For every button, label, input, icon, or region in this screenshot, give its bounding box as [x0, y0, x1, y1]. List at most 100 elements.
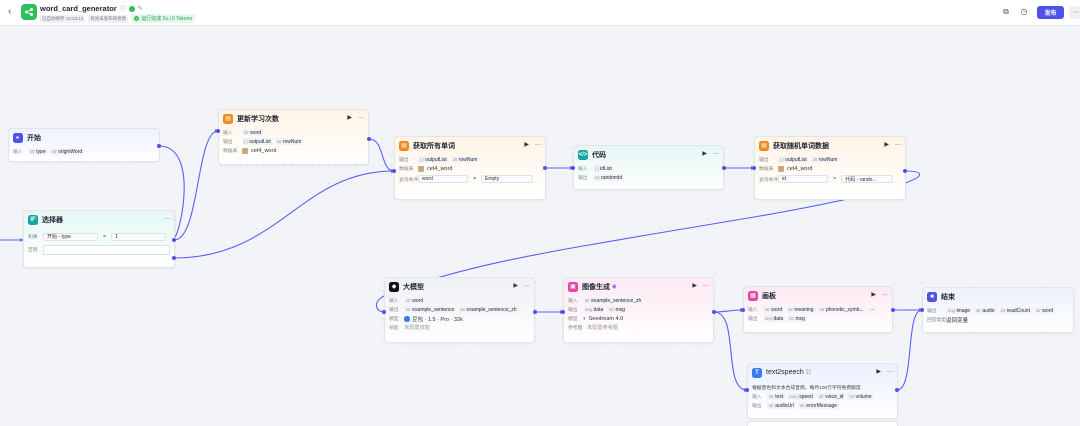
run-icon[interactable]: ▶: [871, 292, 876, 298]
output-port[interactable]: [712, 310, 716, 314]
wire-entry-arrow: [20, 238, 23, 242]
wire-update-getall: [368, 138, 395, 172]
output-port[interactable]: [903, 169, 907, 173]
output-port[interactable]: [157, 144, 161, 148]
input-port[interactable]: [561, 310, 565, 314]
condition-value[interactable]: 1: [111, 232, 167, 241]
type-icon: str: [789, 316, 794, 321]
chevron-left-icon[interactable]: ‹: [8, 6, 12, 17]
var-name: idList: [600, 165, 612, 172]
run-status-badge[interactable]: ✓运行完成 2s | 0 Tokens: [131, 14, 195, 23]
db-label: 数据表: [759, 167, 774, 172]
output-port[interactable]: [722, 166, 726, 170]
type-icon: img: [585, 307, 592, 312]
type-icon: str: [1035, 308, 1041, 313]
more-icon[interactable]: ···: [164, 216, 170, 222]
query-field[interactable]: id: [778, 175, 828, 183]
more-icon[interactable]: ···: [882, 292, 888, 298]
node-header: ▤ 获取随机单词数据 ▶···: [755, 137, 905, 154]
run-icon[interactable]: ▶: [347, 115, 352, 121]
node-text2speech[interactable]: T text2speech ☷ ▶··· 根据音色和文本合成音频，每月100万字…: [747, 363, 898, 419]
model-name: 豆包 · 1.5 · Pro · 32k: [412, 316, 463, 323]
type-icon: int: [1000, 308, 1006, 313]
input-port[interactable]: [382, 310, 386, 314]
input-port[interactable]: [392, 169, 396, 173]
copy-icon[interactable]: ⧉: [1003, 7, 1009, 16]
input-port[interactable]: [752, 166, 756, 170]
query-field[interactable]: word: [418, 175, 468, 183]
output-label: 输出: [752, 404, 762, 409]
run-icon[interactable]: ▶: [524, 142, 529, 148]
table-icon: [242, 147, 248, 154]
run-icon[interactable]: ▶: [876, 369, 881, 375]
output-port[interactable]: [367, 137, 371, 141]
more-icon[interactable]: ···: [713, 151, 719, 157]
output-port[interactable]: [891, 308, 895, 312]
publish-button[interactable]: 发布: [1037, 6, 1064, 19]
type-icon: str: [460, 307, 466, 312]
type-icon: img: [948, 308, 955, 313]
model-label: 模型: [568, 317, 578, 322]
query-label: 查询条件: [759, 177, 779, 183]
input-port[interactable]: [920, 308, 924, 312]
input-port[interactable]: [571, 166, 575, 170]
more-icon[interactable]: ···: [887, 369, 893, 375]
run-status-text: 运行完成 2s | 0 Tokens: [141, 16, 192, 22]
info-icon[interactable]: ⓘ: [119, 7, 126, 13]
wire-image-canvas: [713, 309, 744, 313]
input-port[interactable]: [741, 308, 745, 312]
run-icon[interactable]: ▶: [884, 142, 889, 148]
node-description: 根据音色和文本合成音频，每月100万字符免费额度: [752, 385, 861, 391]
else-branch[interactable]: [43, 244, 170, 255]
workflow-icon: [21, 4, 37, 20]
node-partial-below[interactable]: [747, 421, 898, 426]
ref-label: 参考图: [568, 326, 583, 331]
output-label: 输出: [759, 158, 769, 163]
more-icon[interactable]: ···: [895, 142, 901, 148]
more-icon[interactable]: ···: [358, 115, 364, 121]
more-icon[interactable]: ···: [703, 283, 709, 289]
inputs-label: 输入: [13, 150, 23, 155]
output-port[interactable]: [895, 388, 899, 392]
query-value[interactable]: Empty: [481, 175, 534, 183]
edit-icon[interactable]: ✎: [137, 6, 143, 12]
more-icon[interactable]: ···: [535, 142, 541, 148]
output-port[interactable]: [543, 166, 547, 170]
run-icon[interactable]: ▶: [702, 151, 707, 157]
overflow-chip[interactable]: ···: [867, 306, 877, 313]
wire-image-tts: [713, 311, 748, 391]
node-title: 更新学习次数: [237, 115, 279, 123]
condition-var[interactable]: 开始 - type: [43, 232, 98, 241]
table-icon: [778, 165, 784, 172]
query-value[interactable]: 代码 - rando...: [841, 175, 894, 183]
history-icon[interactable]: ◷: [1020, 7, 1028, 16]
unpublished-badge: 有尚未发布的修改: [88, 14, 129, 23]
more-icon[interactable]: ···: [1069, 6, 1080, 19]
type-icon: str: [406, 298, 411, 303]
else-port[interactable]: [172, 256, 176, 260]
run-icon[interactable]: ▶: [513, 283, 518, 289]
input-port[interactable]: [216, 129, 220, 133]
more-icon[interactable]: ···: [524, 283, 530, 289]
plugin-icon: ☷: [805, 370, 812, 376]
node-selector[interactable]: IF 选择器 ··· 如果 开始 - type = 1 否则: [23, 210, 175, 268]
input-port[interactable]: [745, 388, 749, 392]
node-header: </> 代码 ▶···: [574, 146, 723, 163]
if-port[interactable]: [172, 238, 176, 242]
output-port[interactable]: [533, 310, 537, 314]
var-type: str: [51, 149, 57, 154]
run-icon[interactable]: ▶: [692, 283, 697, 289]
